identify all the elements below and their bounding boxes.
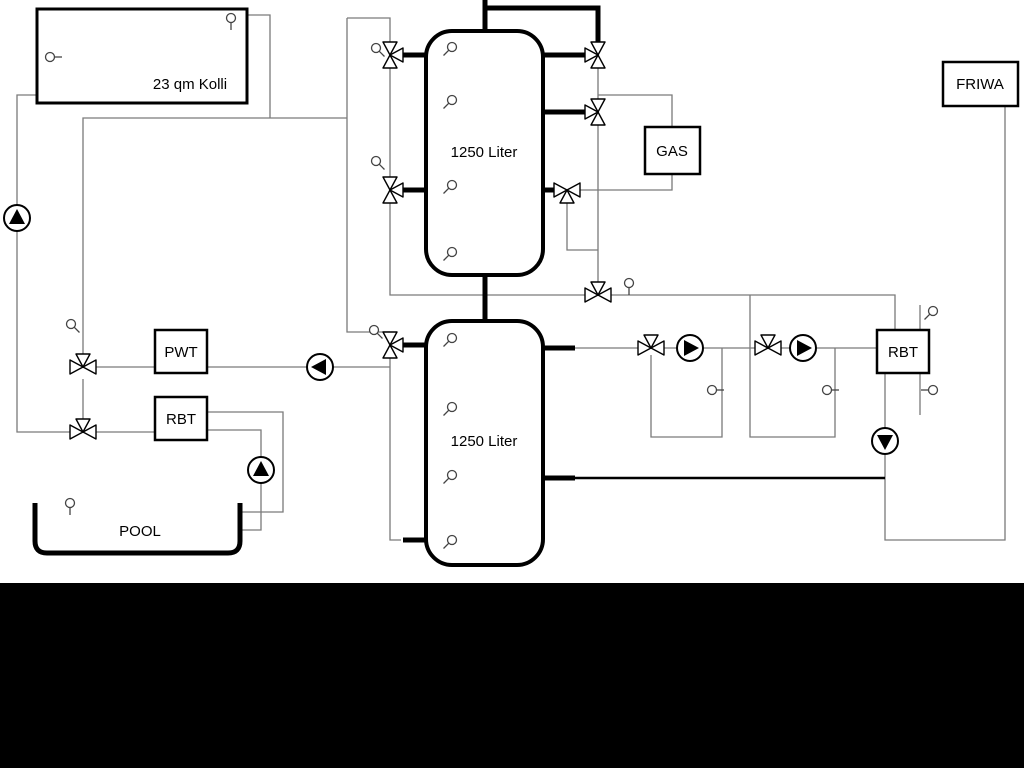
pipe-network-thin xyxy=(16,14,1006,541)
rbt-pump-icon xyxy=(871,427,899,455)
pool-basin xyxy=(32,503,243,556)
rbt-right-box xyxy=(875,328,931,375)
letterbox-bottom xyxy=(0,583,1024,768)
buffer-tank-top-label: 1250 Liter xyxy=(451,144,518,161)
solar-pump-icon xyxy=(3,204,31,232)
gas-boiler-box xyxy=(643,125,702,176)
pool-pump-icon xyxy=(247,456,275,484)
pwt-box xyxy=(153,328,209,375)
gas-label: GAS xyxy=(656,143,688,160)
buffer-tank-bottom xyxy=(424,319,545,567)
buffer-tank-bottom-label: 1250 Liter xyxy=(451,433,518,450)
pwt-label: PWT xyxy=(164,344,197,361)
rbt-left-box xyxy=(153,395,209,442)
rbt-right-label: RBT xyxy=(888,344,918,361)
heating-circuit-pump-2-icon xyxy=(789,334,817,362)
pipe-network-thick xyxy=(403,0,601,543)
pwt-pump-icon xyxy=(306,353,334,381)
solar-collector-box xyxy=(35,7,249,105)
friwa-label: FRIWA xyxy=(956,76,1004,93)
friwa-box xyxy=(941,60,1020,108)
rbt-left-label: RBT xyxy=(166,411,196,428)
buffer-tank-top xyxy=(424,29,545,277)
collector-label: 23 qm Kolli xyxy=(153,76,227,93)
pool-label: POOL xyxy=(119,523,161,540)
heating-circuit-pump-1-icon xyxy=(676,334,704,362)
